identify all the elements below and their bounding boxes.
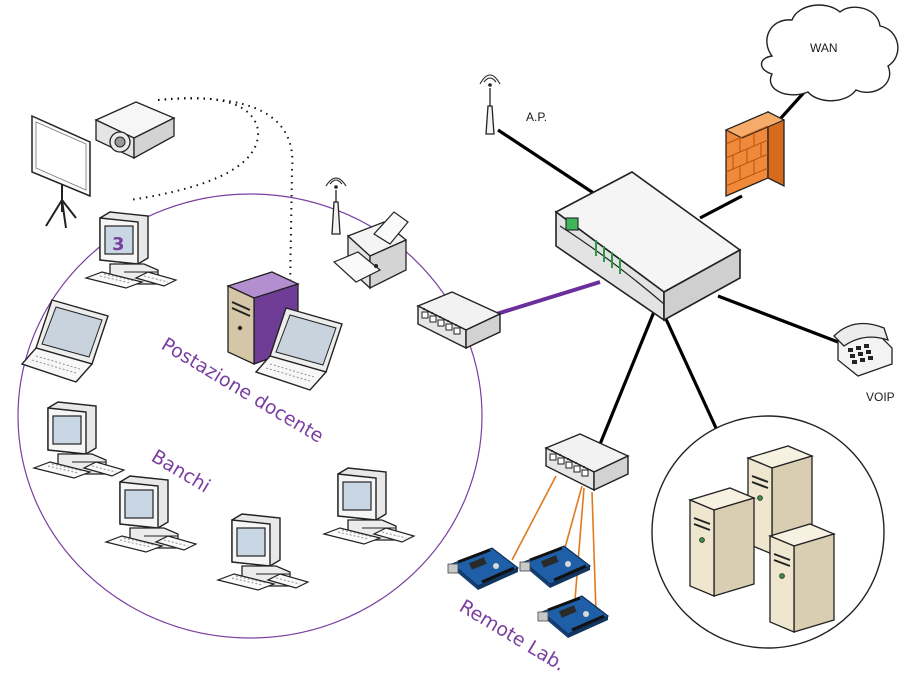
desktop-computer-icon [105,475,197,553]
classroom-devices: 3 [21,211,415,591]
link-router-switch2 [594,301,660,455]
telephone-icon [833,322,893,377]
router-icon [554,171,742,322]
cloud-icon: WAN [760,4,899,102]
projector-icon [94,101,176,160]
link-projector-teacher [157,97,294,291]
link-ap-router [497,128,599,198]
arduino-board-icon [536,594,610,640]
classroom-lan-ellipse [17,193,483,639]
link-router-switch1 [489,280,601,318]
laptop-icon [21,299,109,383]
desktop-computer-icon: 3 [85,211,177,289]
access-point-icon [325,177,347,235]
firewall-icon [724,110,786,197]
desktop-computer-icon [217,513,309,591]
server-tower-icon [769,523,835,633]
server-tower-icon [689,487,755,597]
monitor-badge: 3 [112,234,125,255]
link-router-phone [717,294,839,344]
arduino-board-icon [446,546,520,592]
link-router-firewall [699,194,743,220]
projection-screen-icon [31,114,91,229]
switch-icon [417,291,501,349]
access-point-label: A.P. [526,110,547,124]
access-point-icon [479,74,501,135]
voip-label: VOIP [866,390,895,404]
wan-label: WAN [810,41,838,55]
desktop-computer-icon [33,401,125,479]
link-router-servers [658,305,718,429]
printer-icon [332,211,409,290]
serial-links [511,475,597,613]
switch-icon [545,433,629,491]
desktop-computer-icon [323,467,415,545]
